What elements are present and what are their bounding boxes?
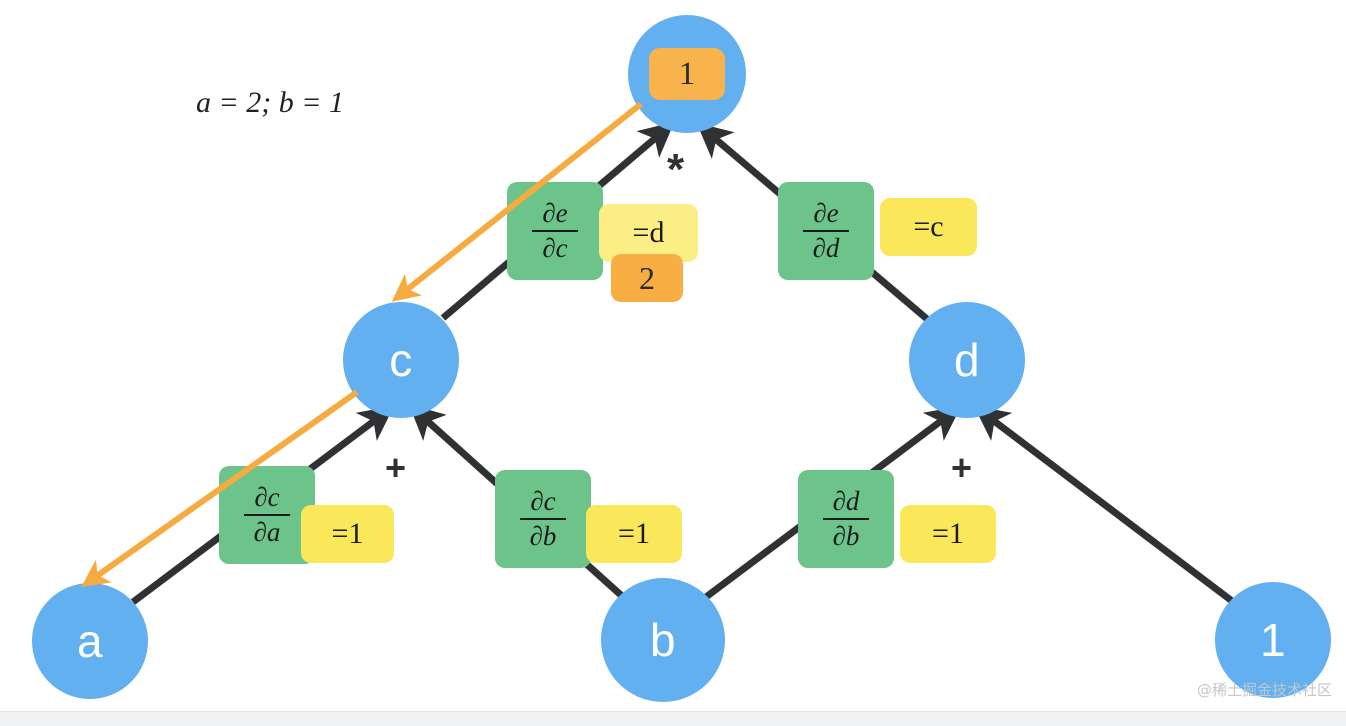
derivative-result-dc-da: =1: [301, 505, 394, 563]
derivative-box-dd-db: ∂d ∂b: [798, 470, 894, 568]
watermark-text: @稀土掘金技术社区: [1196, 681, 1332, 699]
node-label-b: b: [649, 614, 677, 666]
fraction-bar: [520, 518, 566, 520]
derivative-result-text: =1: [932, 517, 964, 550]
derivative-result-de-dc: =d: [599, 204, 698, 262]
fraction-denominator: ∂d: [812, 233, 840, 263]
derivative-value-de-dc: 2: [611, 254, 683, 302]
fraction-bar: [244, 514, 290, 516]
node-label-a: a: [76, 615, 104, 667]
graph-node-c[interactable]: c: [343, 302, 459, 418]
fraction-dd-db: ∂d ∂b: [823, 487, 869, 550]
node-label-one: 1: [1259, 614, 1287, 666]
graph-node-d[interactable]: d: [909, 302, 1025, 418]
fraction-denominator: ∂b: [832, 521, 860, 551]
operator-mul-e: *: [667, 145, 685, 194]
fraction-denominator: ∂b: [529, 521, 557, 551]
derivative-result-de-dd: =c: [880, 198, 977, 256]
edge-one-to-d: [973, 405, 1235, 604]
derivative-result-text: =c: [913, 210, 944, 243]
derivative-result-dc-db: =1: [586, 505, 682, 563]
backprop-c-to-a: [81, 389, 359, 588]
fraction-numerator: ∂c: [254, 482, 280, 513]
fraction-numerator: ∂d: [832, 486, 860, 517]
fraction-bar: [823, 518, 869, 520]
fraction-bar: [803, 230, 849, 232]
fraction-de-dd: ∂e ∂d: [803, 199, 849, 262]
operator-add-c: +: [385, 447, 407, 488]
page-bottom-strip: [0, 711, 1346, 726]
fraction-numerator: ∂e: [813, 198, 839, 229]
derivative-result-dd-db: =1: [900, 505, 996, 563]
graph-node-e[interactable]: 1: [628, 15, 746, 133]
fraction-dc-db: ∂c ∂b: [520, 487, 566, 550]
fraction-dc-da: ∂c ∂a: [244, 483, 290, 546]
derivative-box-dc-da: ∂c ∂a: [219, 466, 315, 564]
fraction-bar: [532, 230, 578, 232]
derivative-result-text: =d: [632, 216, 665, 249]
graph-node-a[interactable]: a: [32, 583, 148, 699]
formula-caption: a = 2; b = 1: [196, 86, 344, 119]
node-label-c: c: [389, 334, 413, 386]
node-label-d: d: [953, 334, 981, 386]
fraction-numerator: ∂e: [542, 198, 568, 229]
graph-node-one[interactable]: 1: [1215, 582, 1331, 698]
fraction-de-dc: ∂e ∂c: [532, 199, 578, 262]
operator-add-d: +: [951, 447, 973, 488]
graph-node-b[interactable]: b: [601, 578, 725, 702]
node-value-chip-e: 1: [649, 48, 725, 100]
fraction-denominator: ∂c: [542, 233, 568, 263]
derivative-value-text: 2: [639, 259, 655, 296]
derivative-box-de-dd: ∂e ∂d: [778, 182, 874, 280]
backprop-e-to-c: [391, 101, 643, 302]
derivative-result-text: =1: [618, 517, 650, 550]
fraction-numerator: ∂c: [530, 486, 556, 517]
fraction-denominator: ∂a: [253, 517, 281, 547]
derivative-result-text: =1: [331, 517, 364, 550]
derivative-box-dc-db: ∂c ∂b: [495, 470, 591, 568]
